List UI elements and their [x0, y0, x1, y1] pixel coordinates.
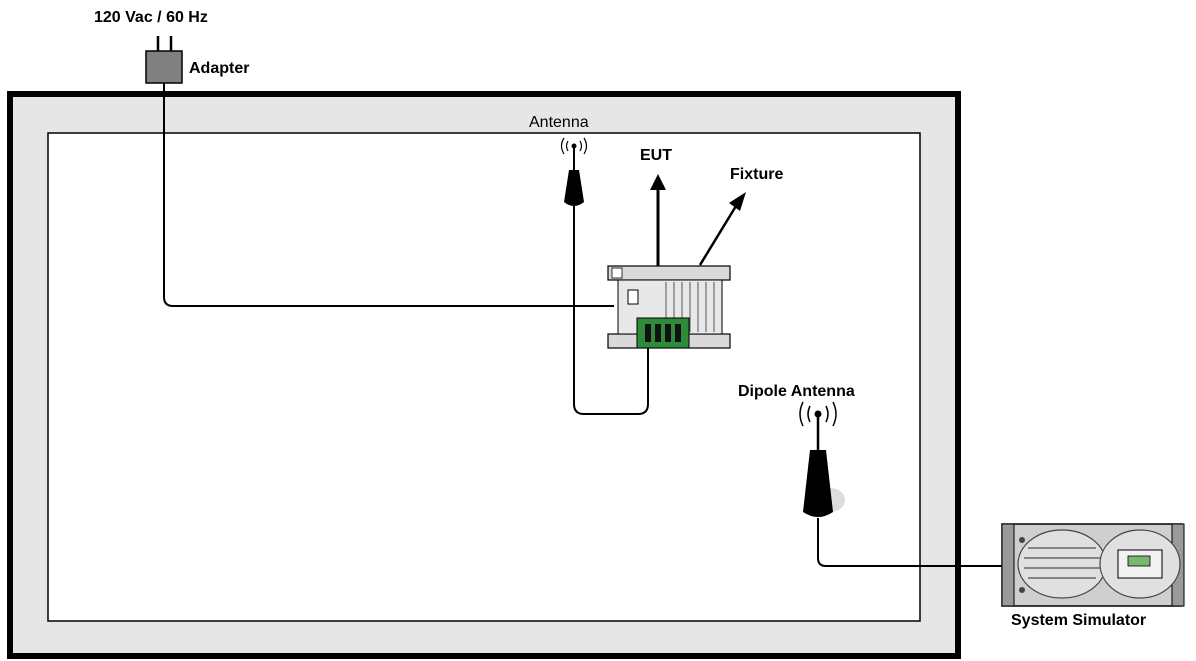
system-simulator-label: System Simulator — [1011, 612, 1147, 629]
simulator-cable — [817, 518, 1012, 567]
adapter-label: Adapter — [189, 60, 250, 77]
eut-label: EUT — [640, 147, 672, 164]
fixture-arrow — [698, 192, 746, 266]
antenna-cable — [573, 205, 649, 415]
adapter-cable — [163, 83, 614, 307]
power-source-label: 120 Vac / 60 Hz — [94, 9, 208, 26]
dipole-antenna-icon — [799, 401, 845, 517]
power-plug-icon — [145, 36, 183, 84]
fixture-label: Fixture — [730, 166, 784, 183]
eut-arrow — [650, 174, 666, 272]
dipole-antenna-label: Dipole Antenna — [738, 383, 855, 400]
antenna-label: Antenna — [529, 114, 589, 131]
system-simulator-device — [1001, 523, 1185, 607]
eut-fixture-device — [607, 265, 731, 349]
chamber-inner-room — [47, 132, 921, 622]
antenna-icon — [560, 137, 588, 206]
